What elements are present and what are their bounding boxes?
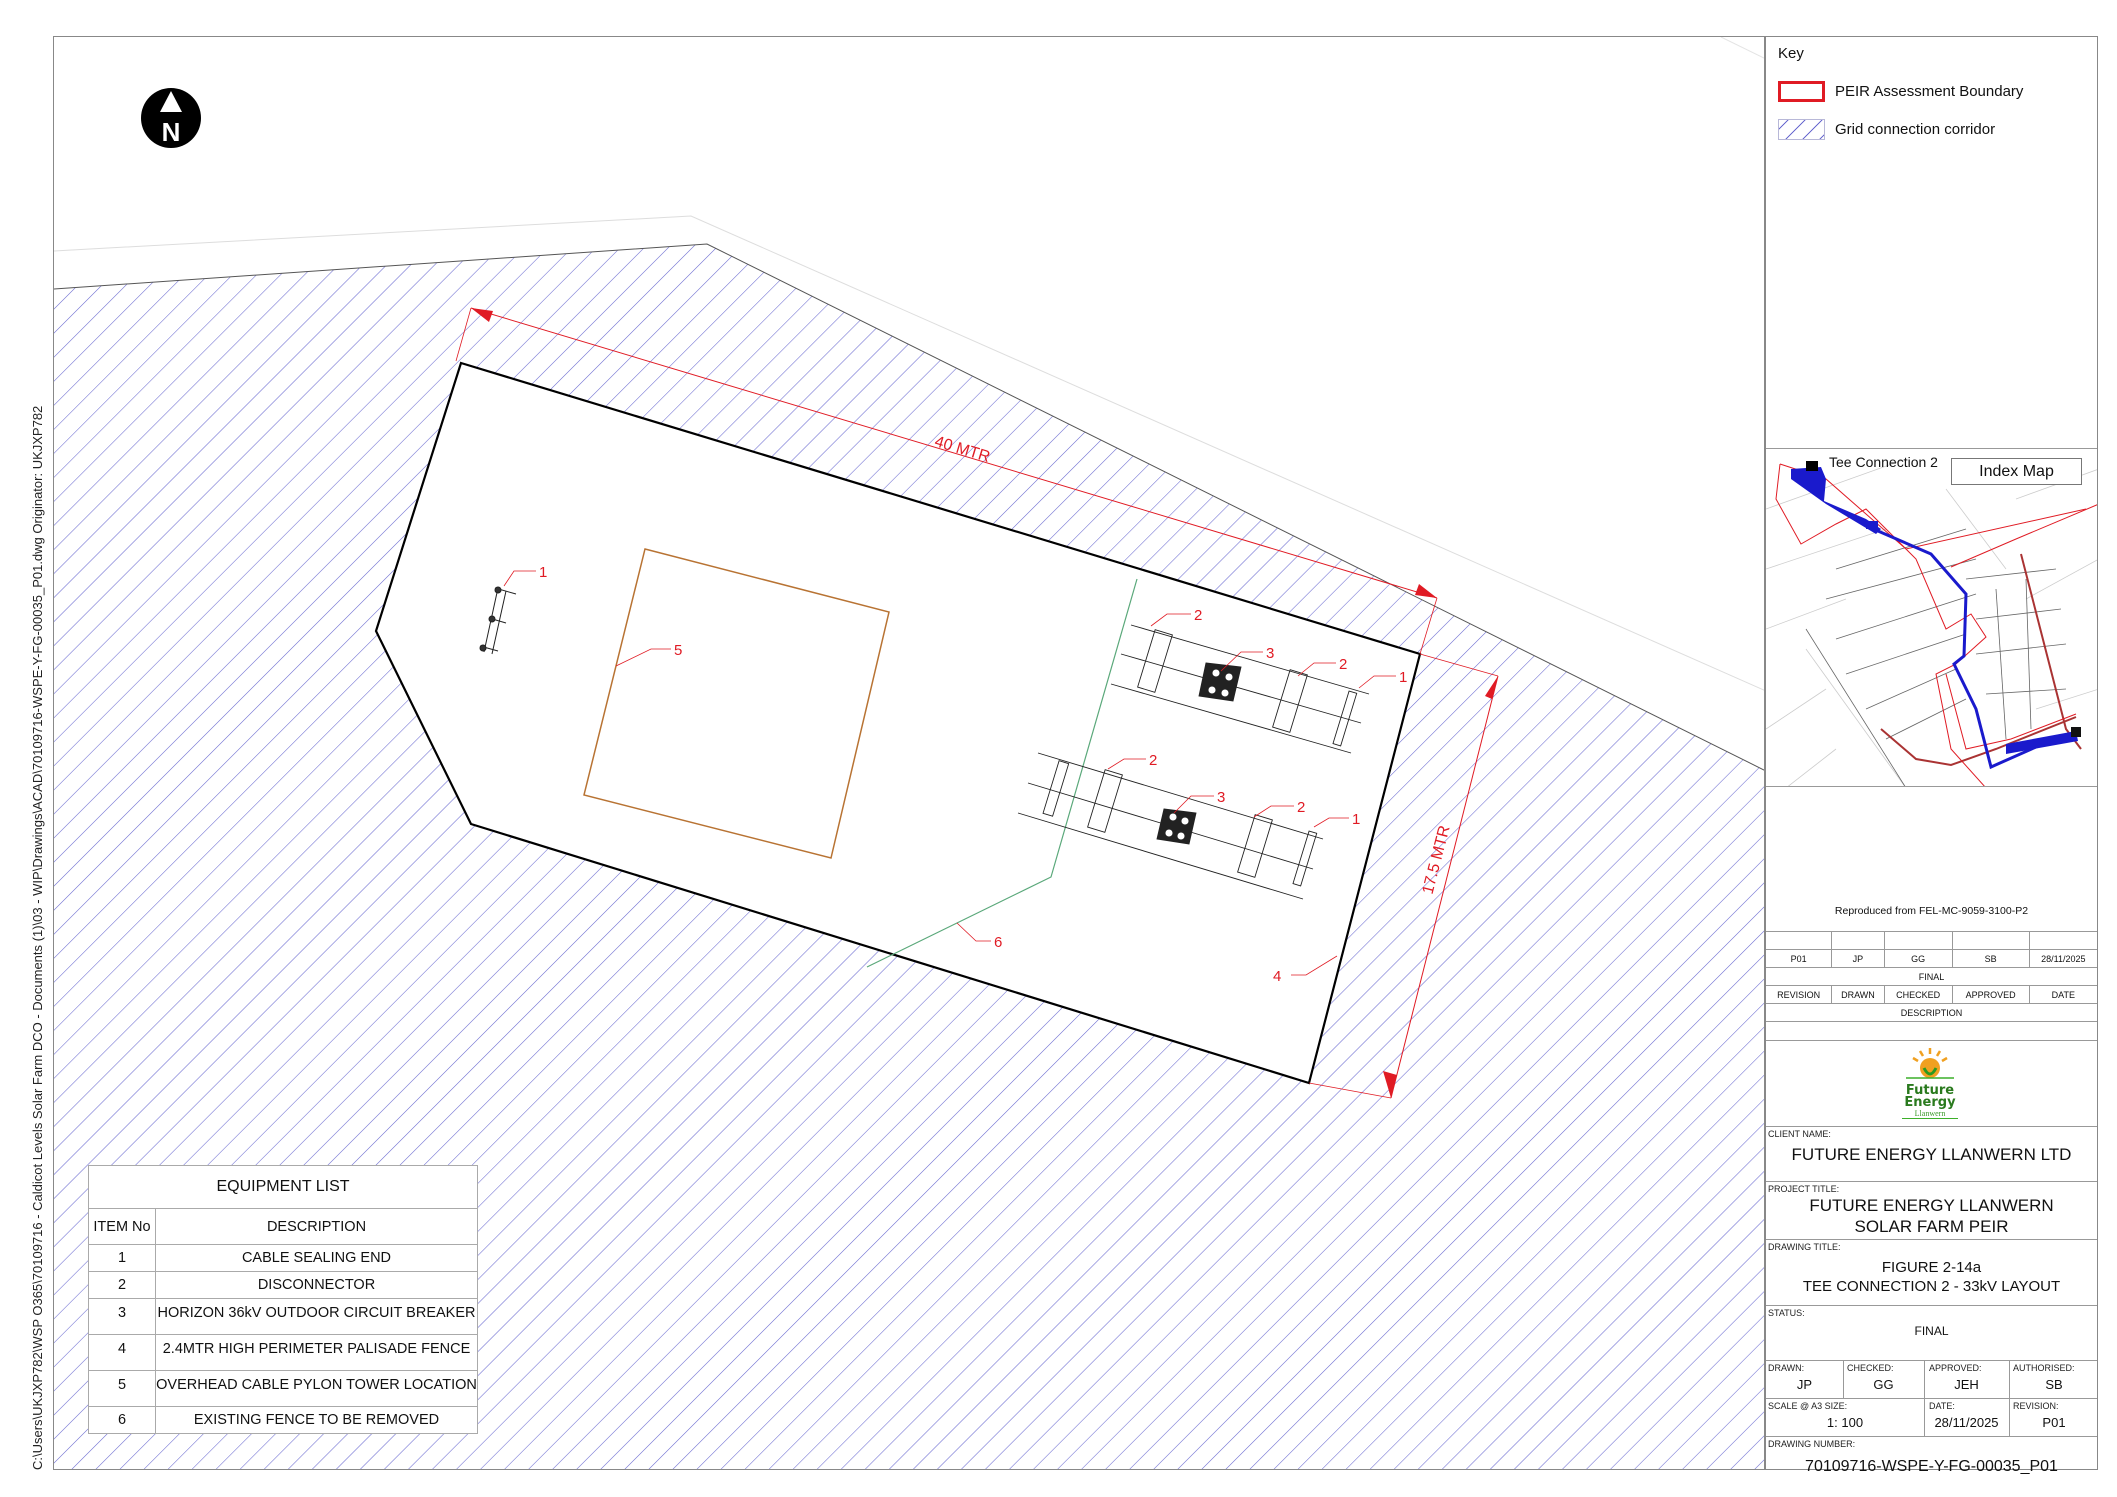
svg-text:6: 6 xyxy=(994,934,1002,951)
status-value: FINAL xyxy=(1914,1324,1949,1338)
road-edge-line xyxy=(54,215,1764,691)
description-label: DESCRIPTION xyxy=(1766,1003,2097,1022)
red-boundary-swatch-icon xyxy=(1778,81,1825,102)
svg-text:2: 2 xyxy=(1194,607,1202,624)
file-path-label: C:\Users\UKJXP782\WSP O365\70109716 - Ca… xyxy=(30,405,45,1470)
client-section: CLIENT NAME: FUTURE ENERGY LLANWERN LTD xyxy=(1766,1126,2097,1181)
dimension-17-5m xyxy=(1308,653,1499,1099)
status-section: STATUS: FINAL xyxy=(1766,1305,2097,1343)
svg-text:1: 1 xyxy=(1352,811,1360,828)
tee-connection-marker-icon xyxy=(1806,461,1818,471)
column-header-description: DESCRIPTION xyxy=(155,1208,478,1245)
reproduced-from-note: Reproduced from FEL-MC-9059-3100-P2 xyxy=(1834,905,2029,917)
figure-number: FIGURE 2-14a xyxy=(1881,1259,1982,1276)
callout-leaders xyxy=(503,570,1396,976)
key-item-peir-boundary: PEIR Assessment Boundary xyxy=(1778,81,2023,102)
drawn-by: JP xyxy=(1796,1377,1813,1392)
project-title-line2: SOLAR FARM PEIR xyxy=(1854,1217,2009,1236)
north-arrow-icon: N xyxy=(141,88,201,148)
project-section: PROJECT TITLE: FUTURE ENERGY LLANWERN SO… xyxy=(1766,1181,2097,1239)
svg-text:1: 1 xyxy=(539,564,547,581)
revision-table: P01 JP GG SB 28/11/2025 FINAL REVISION D… xyxy=(1766,931,2097,1022)
sun-plug-logo-icon xyxy=(1906,1048,1954,1079)
dimension-40m xyxy=(455,307,1438,655)
client-name: FUTURE ENERGY LLANWERN LTD xyxy=(1791,1145,2072,1164)
svg-text:1: 1 xyxy=(1399,669,1407,686)
key-item-grid-corridor: Grid connection corridor xyxy=(1778,119,1995,140)
drawing-number: 70109716-WSPE-Y-FG-00035_P01 xyxy=(1805,1458,2058,1475)
checked-by: GG xyxy=(1873,1377,1894,1392)
scale-value: 1: 100 xyxy=(1826,1415,1864,1430)
hatch-swatch-icon xyxy=(1778,119,1825,140)
pylon-tower-location xyxy=(583,548,890,859)
revision-value: P01 xyxy=(2042,1415,2066,1430)
grid-connection-corridor xyxy=(54,244,1764,1469)
index-map-title: Index Map xyxy=(1951,458,2082,485)
existing-fence-line xyxy=(866,578,1138,968)
future-energy-logo: Future Energy Llanwern xyxy=(1902,1046,1958,1119)
approved-by: JEH xyxy=(1954,1377,1979,1392)
drawing-number-section: DRAWING NUMBER: 70109716-WSPE-Y-FG-00035… xyxy=(1766,1436,2097,1475)
svg-text:4: 4 xyxy=(1273,968,1281,985)
svg-text:2: 2 xyxy=(1149,752,1157,769)
client-logo-area: Future Energy Llanwern xyxy=(1766,1040,2097,1126)
drawing-title-section: DRAWING TITLE: FIGURE 2-14a TEE CONNECTI… xyxy=(1766,1239,2097,1305)
svg-text:5: 5 xyxy=(674,642,682,659)
revision-description: FINAL xyxy=(1766,967,2097,986)
authorised-by: SB xyxy=(2045,1377,2063,1392)
svg-text:2: 2 xyxy=(1297,799,1305,816)
index-map-graphic xyxy=(1766,458,2097,786)
index-map: Tee Connection 2 Index Map xyxy=(1766,448,2097,787)
svg-text:N: N xyxy=(162,117,181,147)
column-header-item: ITEM No xyxy=(88,1208,156,1245)
svg-text:2: 2 xyxy=(1339,656,1347,673)
callout-numbers: 1 5 2 3 2 1 2 3 2 1 4 6 xyxy=(539,564,1407,985)
svg-text:3: 3 xyxy=(1266,645,1274,662)
switchgear-bay-south xyxy=(1017,752,1324,900)
scale-date-section: SCALE @ A3 SIZE: 1: 100 DATE: 28/11/2025… xyxy=(1766,1398,2097,1436)
tee-connection-label: Tee Connection 2 xyxy=(1829,454,1938,470)
drawing-title: TEE CONNECTION 2 - 33kV LAYOUT xyxy=(1802,1278,2061,1295)
palisade-fence xyxy=(374,361,1422,1085)
date-value: 28/11/2025 xyxy=(1934,1415,1999,1430)
cable-sealing-end-west xyxy=(479,586,517,655)
svg-text:3: 3 xyxy=(1217,789,1225,806)
key-title: Key xyxy=(1778,45,1804,62)
revision-row: P01 JP GG SB 28/11/2025 xyxy=(1766,949,2097,968)
title-block: Key PEIR Assessment Boundary Grid connec… xyxy=(1765,36,2098,1475)
signoff-section: DRAWN: JP CHECKED: GG APPROVED: JEH AUTH… xyxy=(1766,1360,2097,1437)
revision-header-row: REVISION DRAWN CHECKED APPROVED DATE xyxy=(1766,985,2097,1004)
switchgear-bay-north xyxy=(1110,624,1370,754)
site-layout-drawing: 40 MTR 17.5 MTR xyxy=(54,37,1764,1469)
equipment-list-title: EQUIPMENT LIST xyxy=(88,1165,478,1209)
project-title-line1: FUTURE ENERGY LLANWERN xyxy=(1809,1196,2054,1215)
